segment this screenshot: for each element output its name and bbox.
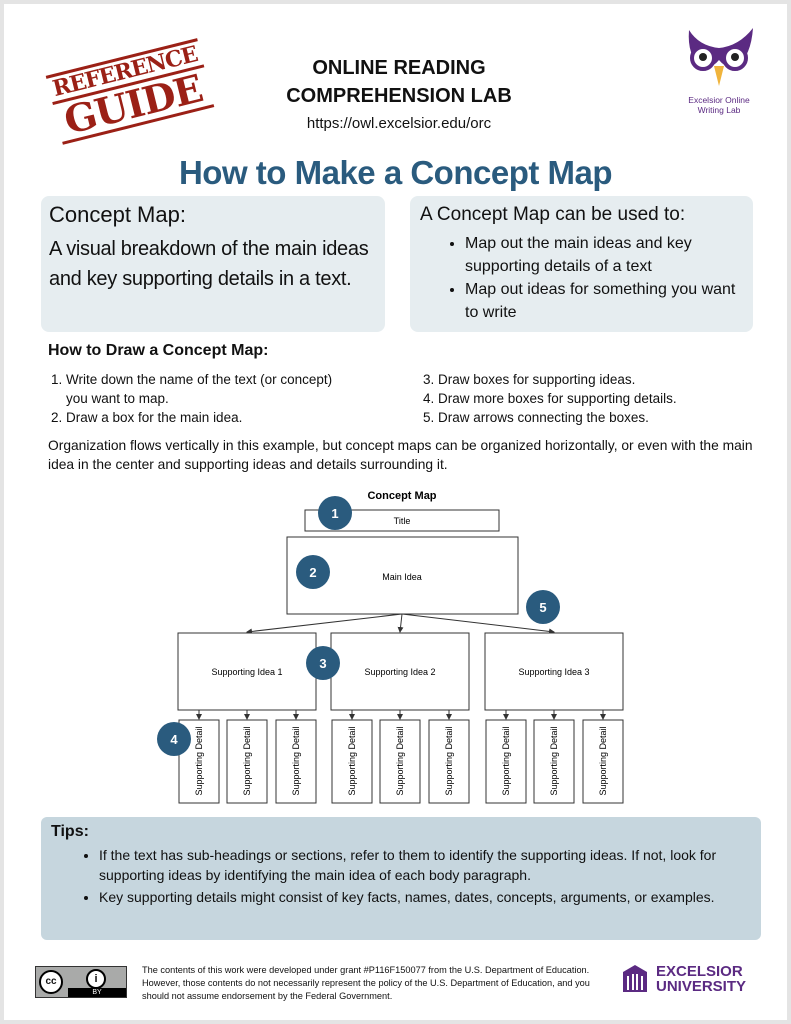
step-marker [318, 496, 352, 530]
step-item: Draw a box for the main idea. [66, 408, 348, 427]
definition-heading: Concept Map: [49, 202, 186, 227]
supporting-detail-label: Supporting Detail [194, 726, 204, 795]
supporting-detail-label: Supporting Detail [347, 726, 357, 795]
arrow [401, 613, 555, 635]
step-item: Draw arrows connecting the boxes. [438, 408, 760, 427]
supporting-idea-label: Supporting Idea 2 [364, 667, 435, 677]
step-marker [306, 646, 340, 680]
step-marker-number: 2 [309, 565, 316, 580]
title-box [304, 509, 500, 532]
university-shield-icon [623, 965, 647, 992]
supporting-detail-label: Supporting Detail [444, 726, 454, 795]
uses-item: Map out the main ideas and key supportin… [465, 232, 743, 278]
lab-title: ONLINE READING COMPREHENSION LAB https:/… [204, 54, 594, 138]
supporting-detail-box [379, 719, 421, 804]
supporting-detail-label: Supporting Detail [549, 726, 559, 795]
step-item: Write down the name of the text (or conc… [66, 370, 348, 408]
grant-disclaimer: The contents of this work were developed… [142, 965, 590, 1001]
steps-right: Draw boxes for supporting ideas. Draw mo… [420, 370, 760, 427]
supporting-detail-box [331, 719, 373, 804]
supporting-detail-box [226, 719, 268, 804]
supporting-idea-label: Supporting Idea 1 [211, 667, 282, 677]
excelsior-university-logo: EXCELSIOR UNIVERSITY [622, 964, 746, 994]
tips-box: Tips: If the text has sub-headings or se… [41, 817, 761, 940]
uses-box: A Concept Map can be used to: Map out th… [410, 196, 753, 332]
page: REFERENCE GUIDE ONLINE READING COMPREHEN… [4, 4, 787, 1020]
supporting-detail-box [485, 719, 527, 804]
step-item: Draw boxes for supporting ideas. [438, 370, 760, 389]
diagram-heading: Concept Map [367, 490, 436, 502]
page-title: How to Make a Concept Map [178, 154, 613, 191]
owl-icon [688, 28, 753, 86]
supporting-detail-label: Supporting Detail [242, 726, 252, 795]
step-marker [526, 590, 560, 624]
step-marker-number: 4 [170, 732, 178, 747]
uses-item: Map out ideas for something you want to … [465, 278, 743, 324]
supporting-detail-box [428, 719, 470, 804]
step-marker-number: 3 [319, 656, 326, 671]
supporting-detail-box [275, 719, 317, 804]
supporting-detail-box [533, 719, 575, 804]
cc-by-license-badge[interactable]: cc i BY [35, 966, 127, 998]
definition-box: Concept Map: A visual breakdown of the m… [41, 196, 385, 332]
university-line2: UNIVERSITY [656, 978, 747, 995]
supporting-idea-box [330, 632, 470, 711]
lab-title-line1: ONLINE READING [312, 57, 486, 79]
supporting-detail-label: Supporting Detail [598, 726, 608, 795]
supporting-detail-label: Supporting Detail [395, 726, 405, 795]
step-marker-number: 1 [331, 506, 338, 521]
arrow [246, 613, 403, 635]
tip-item: If the text has sub-headings or sections… [99, 845, 751, 885]
logo-text-line2: Writing Lab [697, 105, 741, 115]
steps-left: Write down the name of the text (or conc… [48, 370, 348, 427]
logo-text-line1: Excelsior Online [688, 95, 750, 105]
lab-title-line2: COMPREHENSION LAB [286, 85, 512, 107]
supporting-detail-label: Supporting Detail [291, 726, 301, 795]
cc-icon: cc [39, 970, 63, 994]
supporting-detail-label: Supporting Detail [501, 726, 511, 795]
step-marker [157, 722, 191, 756]
tip-item: Key supporting details might consist of … [99, 887, 751, 907]
step-item: Draw more boxes for supporting details. [438, 389, 760, 408]
organization-note: Organization flows vertically in this ex… [48, 438, 753, 472]
step-marker-number: 5 [539, 600, 546, 615]
main-idea-label: Main Idea [382, 572, 422, 582]
arrow [397, 613, 404, 633]
supporting-idea-box [484, 632, 624, 711]
title-box-label: Title [394, 516, 411, 526]
definition-text: A visual breakdown of the main ideas and… [49, 238, 369, 290]
attribution-icon: i [86, 969, 106, 989]
owl-logo: Excelsior Online Writing Lab [674, 26, 764, 115]
lab-url[interactable]: https://owl.excelsior.edu/orc [306, 115, 492, 132]
university-line1: EXCELSIOR [656, 963, 743, 980]
step-marker [296, 555, 330, 589]
supporting-idea-label: Supporting Idea 3 [518, 667, 589, 677]
tips-heading: Tips: [51, 823, 89, 840]
cc-by-label: BY [68, 988, 126, 997]
howto-heading: How to Draw a Concept Map: [48, 342, 269, 359]
uses-heading: A Concept Map can be used to: [420, 204, 686, 225]
supporting-detail-box [582, 719, 624, 804]
